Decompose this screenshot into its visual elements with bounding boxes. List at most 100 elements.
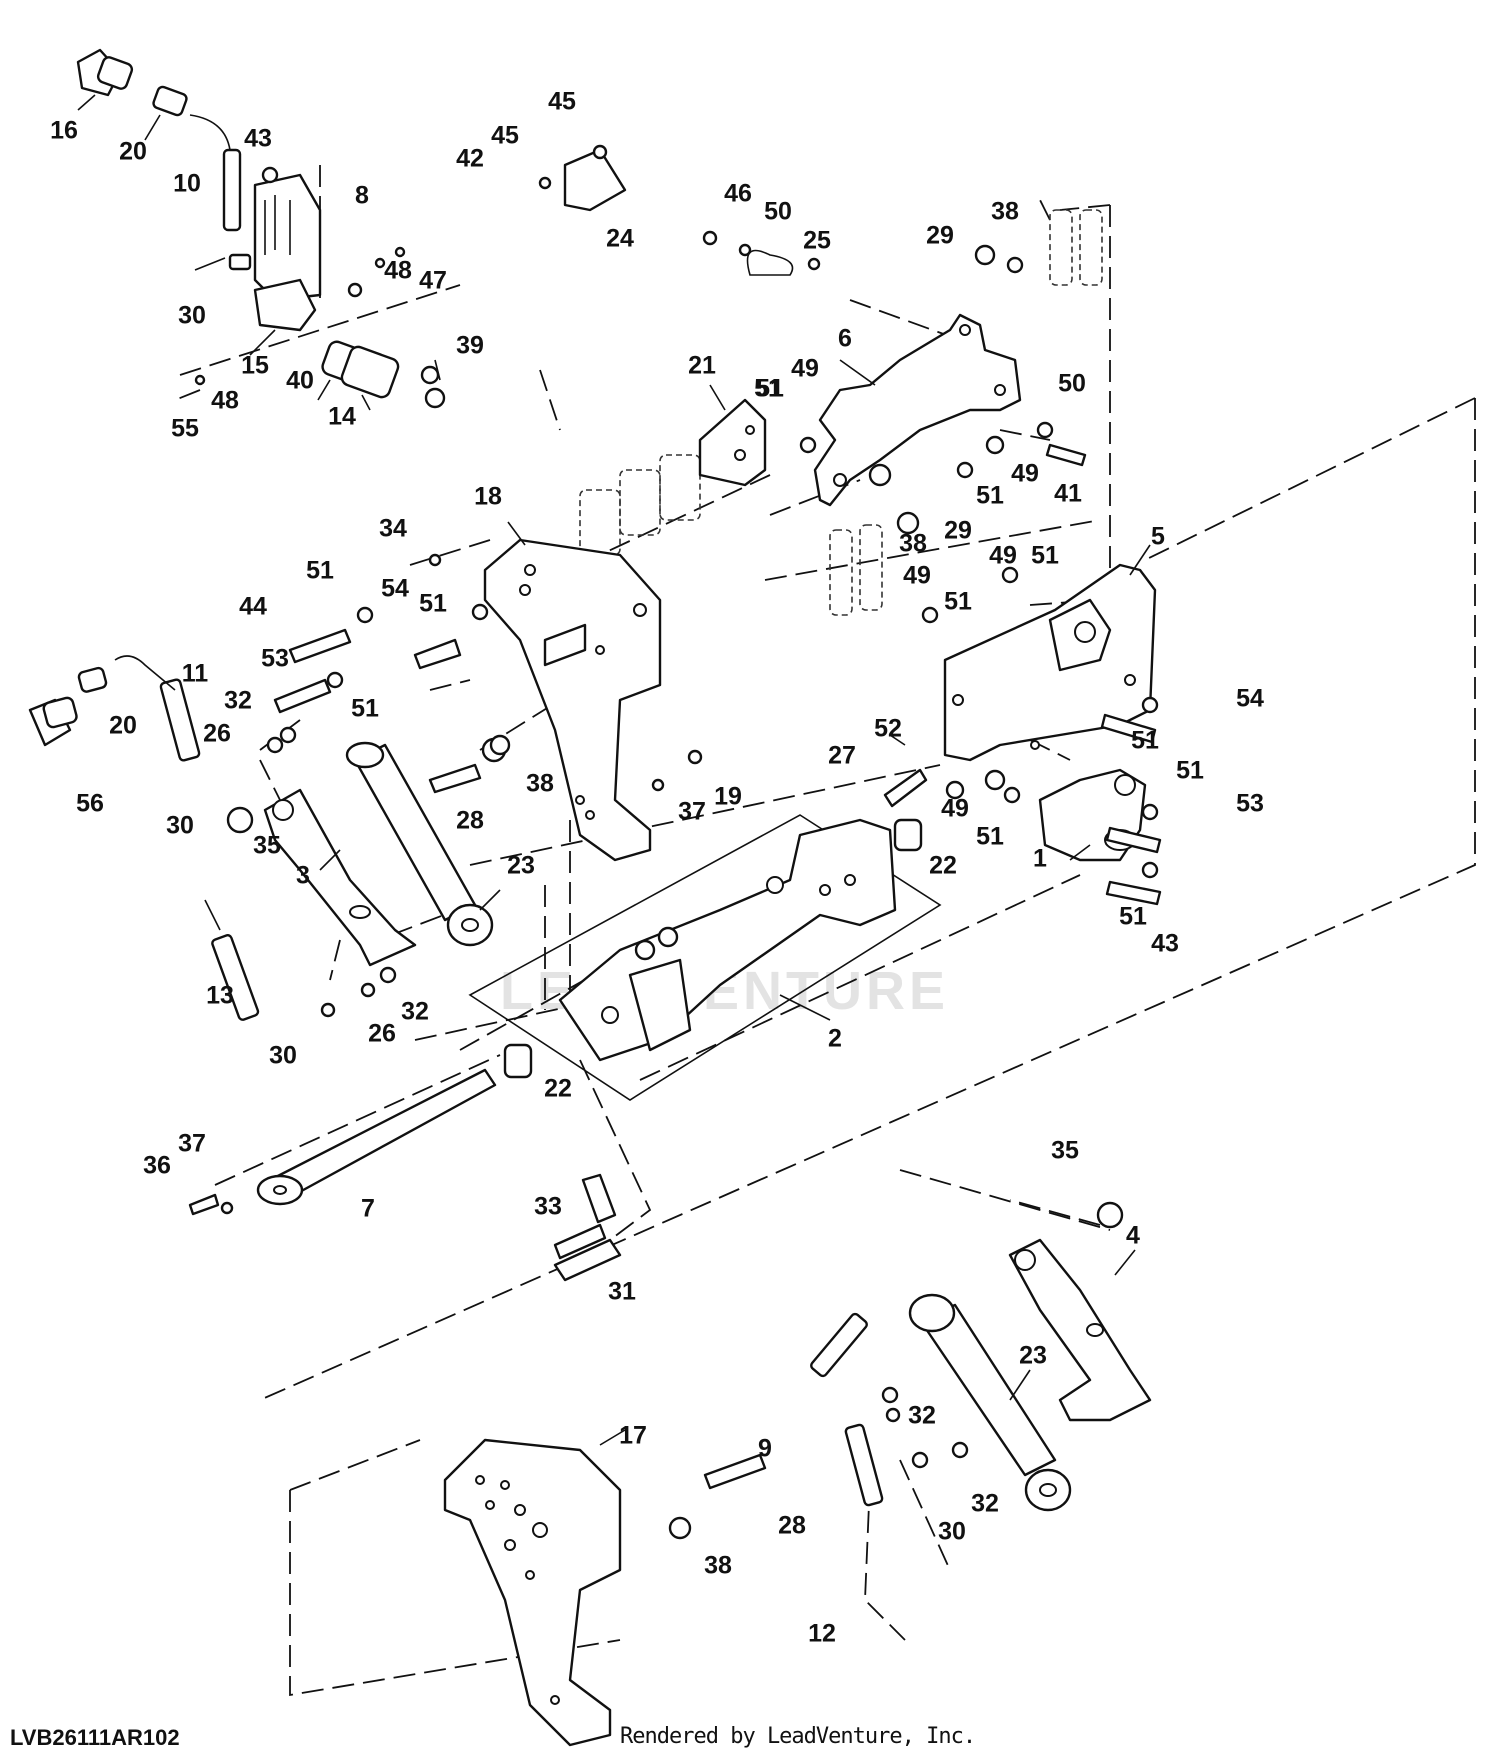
callout-45b: 45 [491,122,519,150]
part-4-arm [1008,1238,1152,1422]
callout-49d: 49 [903,562,931,590]
part-3-arm [263,788,417,967]
callout-32a: 32 [224,687,252,715]
callout-51a: 51 [754,375,782,403]
callout-55: 55 [171,415,199,443]
callout-50a: 50 [764,198,792,226]
callout-44: 44 [239,593,267,621]
callout-51g: 51 [351,695,379,723]
callout-30c: 30 [269,1042,297,1070]
callout-10: 10 [173,170,201,198]
top-left-hydraulics [76,48,446,409]
callout-41: 41 [1054,480,1082,508]
callout-28a: 28 [456,807,484,835]
callout-51j: 51 [976,823,1004,851]
callout-25: 25 [803,227,831,255]
callout-35a: 35 [253,832,281,860]
callout-18: 18 [474,483,502,511]
callout-46: 46 [724,180,752,208]
clips-24-25 [563,148,794,276]
callout-5: 5 [1151,523,1165,551]
part-18-side-plate [483,538,662,862]
callout-56: 56 [76,790,104,818]
callout-15: 15 [241,352,269,380]
callout-36: 36 [143,1152,171,1180]
callout-51d: 51 [944,588,972,616]
callout-24: 24 [606,225,634,253]
callout-26b: 26 [368,1020,396,1048]
callout-6: 6 [838,325,852,353]
callout-51b: 51 [976,482,1004,510]
callout-13: 13 [206,982,234,1010]
callout-2: 2 [828,1025,842,1053]
part-6-bracket [813,313,1022,507]
callout-49a: 49 [791,355,819,383]
callout-12: 12 [808,1620,836,1648]
callout-32c: 32 [908,1402,936,1430]
callout-37a: 37 [178,1130,206,1158]
callout-1: 1 [1033,845,1047,873]
callout-47: 47 [419,267,447,295]
callout-43a: 43 [244,125,272,153]
callout-33: 33 [534,1193,562,1221]
callout-17: 17 [619,1422,647,1450]
part-22-bushings [503,818,923,1079]
callout-23b: 23 [1019,1342,1047,1370]
callout-3: 3 [296,862,310,890]
callout-45a: 45 [548,88,576,116]
callout-51c: 51 [1031,542,1059,570]
callout-11: 11 [182,660,209,688]
callout-30d: 30 [938,1518,966,1546]
callout-54a: 54 [381,575,409,603]
callout-31: 31 [608,1278,636,1306]
part-2-beam [558,818,897,1062]
callout-49c: 49 [989,542,1017,570]
callout-28b: 28 [778,1512,806,1540]
callout-53b: 53 [1236,790,1264,818]
part-17-side-plate [443,1438,622,1747]
callout-29b: 29 [944,517,972,545]
callout-38a: 38 [991,198,1019,226]
callout-51e: 51 [306,557,334,585]
callout-4: 4 [1126,1222,1140,1250]
callout-8: 8 [355,182,369,210]
callout-14: 14 [328,403,356,431]
part-7-pin [256,1068,497,1206]
callout-37b: 37 [678,798,706,826]
callout-42: 42 [456,145,484,173]
callout-32d: 32 [971,1490,999,1518]
callout-40: 40 [286,367,314,395]
left-hydraulic-hoses [28,655,884,1507]
callout-49b: 49 [1011,460,1039,488]
callout-22a: 22 [929,852,957,880]
callout-38d: 38 [704,1552,732,1580]
callout-23a: 23 [507,852,535,880]
callout-26a: 26 [203,720,231,748]
callout-32b: 32 [401,998,429,1026]
callout-48a: 48 [384,257,412,285]
callout-49e: 49 [941,795,969,823]
callout-38b: 38 [899,530,927,558]
callout-16: 16 [50,117,78,145]
callout-51i: 51 [1176,757,1204,785]
callout-20a: 20 [119,138,147,166]
callout-27: 27 [828,742,856,770]
callout-7: 7 [361,1195,375,1223]
callout-39: 39 [456,332,484,360]
render-credit: Rendered by LeadVenture, Inc. [620,1724,976,1749]
callout-34: 34 [379,515,407,543]
callout-9: 9 [758,1435,772,1463]
part-21-bracket [698,398,767,487]
item-2-frame [468,814,942,1101]
callout-48b: 48 [211,387,239,415]
diagram-code: LVB26111AR102 [10,1725,180,1750]
callout-51h: 51 [1131,727,1159,755]
callout-21: 21 [688,352,716,380]
callout-51l: 51 [756,375,784,403]
fasteners [188,144,1162,1540]
callout-35b: 35 [1051,1137,1079,1165]
callout-labels: 1 2 3 4 5 6 7 8 9 10 11 12 13 14 15 16 1… [50,88,1264,1648]
callout-54b: 54 [1236,685,1264,713]
callout-19: 19 [714,783,742,811]
